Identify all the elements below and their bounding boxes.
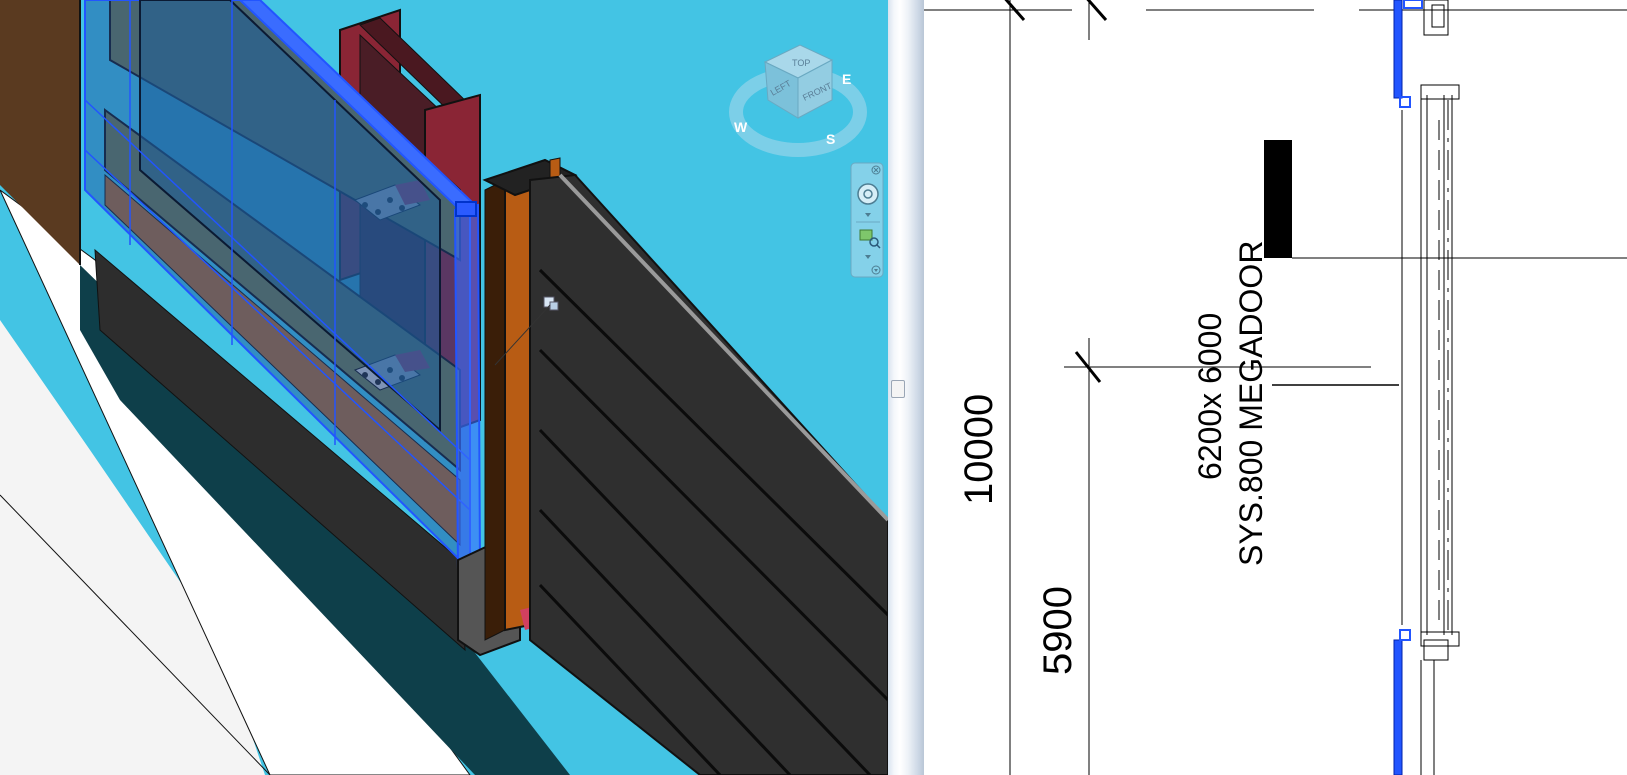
navbar-options-icon[interactable] bbox=[871, 265, 881, 275]
dim-tick bbox=[1074, 351, 1102, 383]
navigation-bar[interactable] bbox=[850, 162, 884, 278]
3d-view-canvas[interactable]: TOP LEFT FRONT W S E bbox=[0, 0, 888, 775]
viewcube[interactable]: TOP LEFT FRONT W S E bbox=[729, 44, 867, 157]
selected-curtain-wall[interactable] bbox=[84, 0, 482, 573]
steering-wheel-icon[interactable] bbox=[857, 183, 879, 205]
door-tag-system-text: SYS.800 MEGADOOR bbox=[1233, 241, 1269, 566]
door-tag-size-text: 6200x 6000 bbox=[1192, 313, 1228, 480]
view-splitter[interactable] bbox=[888, 0, 924, 775]
snap-gizmo-icon bbox=[543, 296, 559, 311]
floor-edge-line bbox=[0, 494, 271, 775]
door-tag-marker bbox=[1264, 140, 1292, 258]
navigation-bar-panel bbox=[850, 162, 884, 278]
compass-east-label[interactable]: E bbox=[842, 71, 851, 87]
dimension-5900-text: 5900 bbox=[1036, 586, 1080, 675]
2d-drawing-view[interactable]: 10000 5900 6200x 6000 SYS.800 MEGADOOR bbox=[924, 0, 1627, 775]
compass-south-label[interactable]: S bbox=[826, 131, 835, 147]
zoom-dropdown-icon[interactable] bbox=[865, 255, 871, 259]
floor-slab bbox=[0, 190, 265, 775]
selected-curtain-wall-plan-top[interactable] bbox=[1393, 0, 1423, 108]
navbar-close-icon[interactable] bbox=[871, 165, 881, 175]
door-jamb-detail bbox=[1401, 0, 1460, 775]
dark-lower-wall bbox=[94, 248, 466, 652]
orange-column bbox=[504, 173, 531, 632]
orange-column-flange bbox=[484, 179, 506, 641]
selected-curtain-wall-plan-bottom[interactable] bbox=[1393, 629, 1411, 775]
zoom-region-icon[interactable] bbox=[859, 229, 881, 249]
steering-wheel-dropdown-icon[interactable] bbox=[865, 213, 871, 217]
leader-line bbox=[494, 304, 551, 366]
brown-wall bbox=[0, 0, 80, 265]
splitter-grip[interactable] bbox=[891, 380, 905, 398]
viewcube-front-face[interactable] bbox=[797, 59, 833, 119]
compass-west-label[interactable]: W bbox=[734, 119, 748, 135]
top-dimension-line bbox=[924, 0, 1627, 21]
viewcube-top-label: TOP bbox=[792, 58, 810, 68]
dimension-10000-text: 10000 bbox=[957, 394, 1001, 505]
dark-wall-panels bbox=[529, 173, 888, 775]
